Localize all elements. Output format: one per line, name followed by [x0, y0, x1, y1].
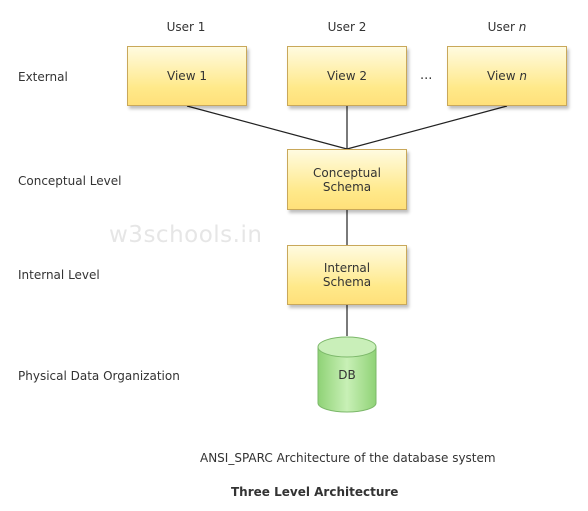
db-label: DB: [338, 368, 356, 382]
level-label-internal: Internal Level: [18, 268, 100, 282]
user-label-n: User n: [447, 20, 567, 34]
diagram-caption: ANSI_SPARC Architecture of the database …: [200, 451, 496, 465]
user-label-n-prefix: User: [487, 20, 515, 34]
user-label-2: User 2: [327, 20, 367, 34]
user-label-n-var: n: [518, 20, 527, 34]
user-label-1: User 1: [166, 20, 206, 34]
diagram-title: Three Level Architecture: [231, 485, 399, 499]
internal-schema-box: Internal Schema: [287, 245, 407, 305]
level-label-conceptual: Conceptual Level: [18, 174, 122, 188]
internal-schema-label: Internal Schema: [322, 261, 372, 289]
level-label-physical: Physical Data Organization: [18, 369, 180, 383]
view-box-n: View n: [447, 46, 567, 106]
views-ellipsis: ...: [420, 68, 433, 83]
line-view1-conceptual: [186, 105, 348, 150]
view-label-n-prefix: View: [487, 69, 516, 83]
line-viewN-conceptual: [346, 105, 508, 150]
db-cylinder: [317, 336, 377, 413]
view-box-1: View 1: [127, 46, 247, 106]
view-box-2: View 2: [287, 46, 407, 106]
level-label-external: External: [18, 70, 68, 84]
view-label-1: View 1: [167, 69, 207, 83]
conceptual-schema-label: Conceptual Schema: [313, 165, 381, 194]
view-label-2: View 2: [327, 69, 367, 83]
view-label-n-var: n: [519, 69, 527, 83]
watermark: w3schools.in: [109, 222, 263, 248]
conceptual-schema-box: Conceptual Schema: [287, 149, 407, 210]
